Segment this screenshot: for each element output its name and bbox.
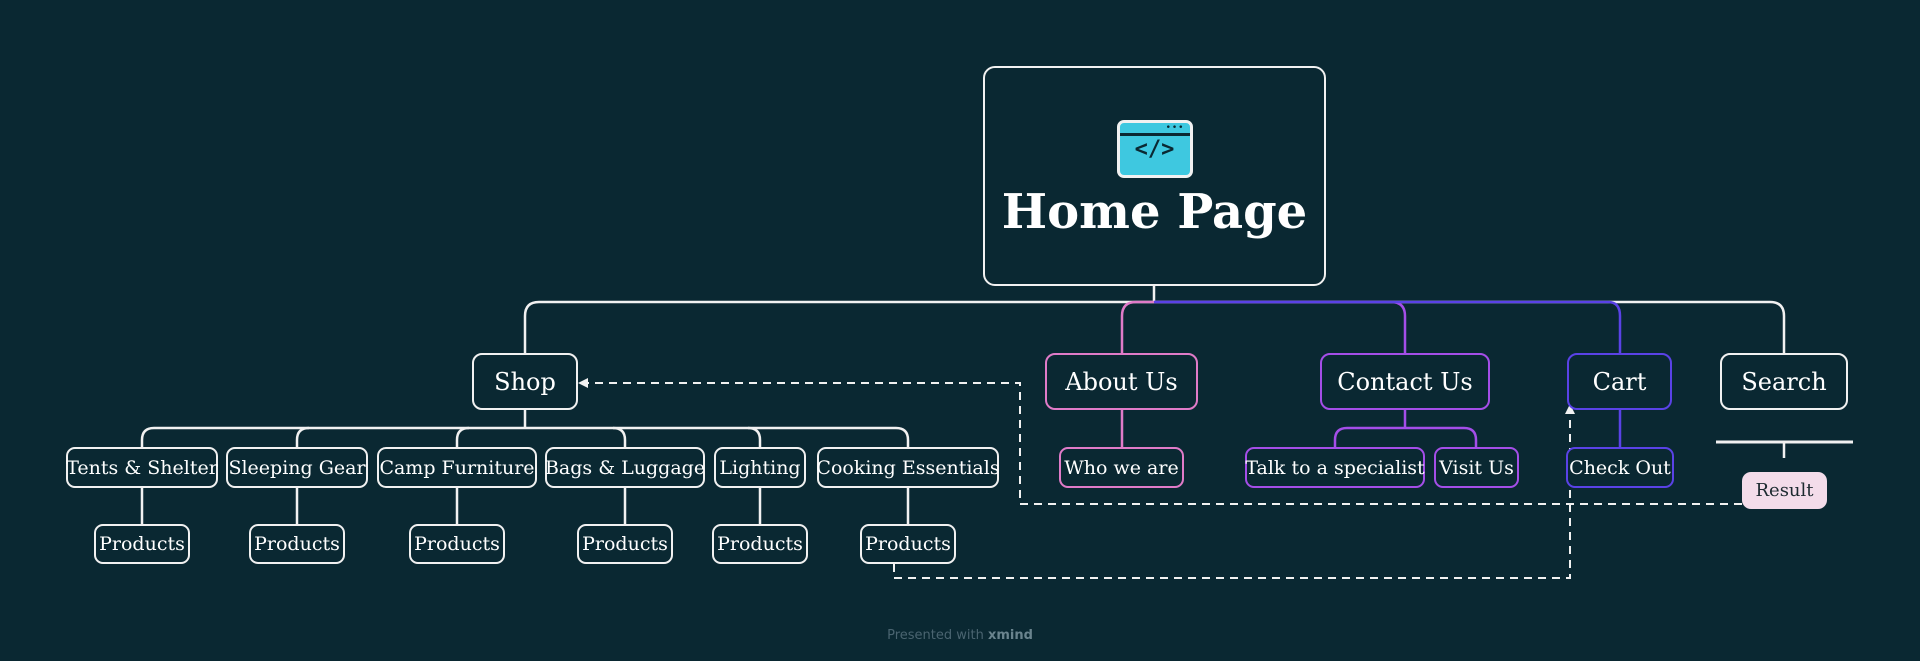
shop-node[interactable]: Shop <box>472 353 578 410</box>
result-node[interactable]: Result <box>1742 472 1827 509</box>
home-page-title: Home Page <box>1001 184 1308 240</box>
talk-to-specialist-node[interactable]: Talk to a specialist <box>1245 447 1425 488</box>
category-node-cooking-essentials[interactable]: Cooking Essentials <box>816 447 1000 488</box>
contact-us-node[interactable]: Contact Us <box>1320 353 1490 410</box>
code-window-icon: ••• </> <box>1116 120 1193 178</box>
category-node-camp-furniture[interactable]: Camp Furniture <box>377 447 537 488</box>
check-out-node[interactable]: Check Out <box>1566 447 1674 488</box>
products-node[interactable]: Products <box>712 524 808 564</box>
products-node[interactable]: Products <box>860 524 956 564</box>
products-node[interactable]: Products <box>249 524 345 564</box>
products-node[interactable]: Products <box>94 524 190 564</box>
footer-prefix: Presented with <box>887 628 984 643</box>
cart-node[interactable]: Cart <box>1567 353 1672 410</box>
category-node-bags-luggage[interactable]: Bags & Luggage <box>545 447 705 488</box>
search-node[interactable]: Search <box>1720 353 1848 410</box>
products-node[interactable]: Products <box>409 524 505 564</box>
home-page-node[interactable]: ••• </> Home Page <box>983 66 1326 286</box>
category-node-sleeping-gear[interactable]: Sleeping Gear <box>226 447 368 488</box>
category-node-tents-shelter[interactable]: Tents & Shelter <box>66 447 218 488</box>
category-node-lighting[interactable]: Lighting <box>714 447 806 488</box>
products-node[interactable]: Products <box>577 524 673 564</box>
xmind-brand: xmind <box>987 628 1033 643</box>
footer-credit: Presented with xmind <box>0 628 1920 643</box>
about-us-node[interactable]: About Us <box>1045 353 1198 410</box>
who-we-are-node[interactable]: Who we are <box>1059 447 1184 488</box>
visit-us-node[interactable]: Visit Us <box>1434 447 1519 488</box>
